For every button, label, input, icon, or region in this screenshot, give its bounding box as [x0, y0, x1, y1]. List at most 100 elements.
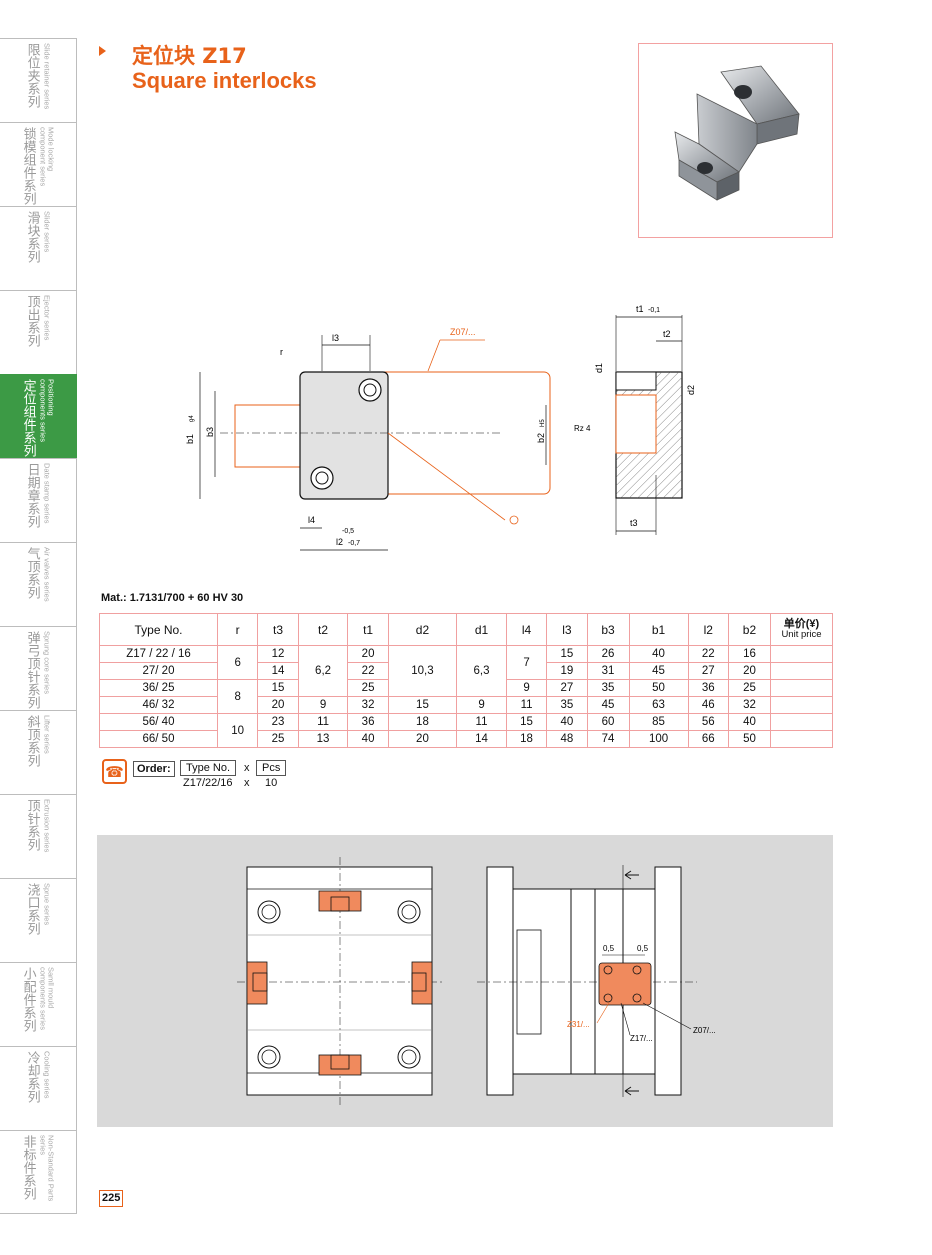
- side-view: t1 -0,1 t2 d1 d2 b2 H5 Rz 4 t3: [536, 304, 696, 535]
- col-d1: d1: [456, 613, 507, 646]
- label-b1-tol: g4: [189, 415, 195, 422]
- table-row: 36/ 25 8 15 25 9 27 35 50 36 25: [99, 679, 833, 714]
- label-z07-assembly: Z07/...: [693, 1026, 716, 1035]
- price-cell[interactable]: [770, 730, 833, 748]
- order-label: Order:: [133, 761, 175, 777]
- title-arrow-icon: [99, 46, 106, 56]
- label-l2-tol: -0,7: [348, 540, 360, 547]
- order-x-sign-2: x: [244, 777, 250, 789]
- side-pocket: [615, 394, 657, 454]
- label-z17: Z17/...: [630, 1034, 653, 1043]
- assembly-section-view: 0,5 0,5 Z31/... Z17/... Z07/...: [477, 865, 716, 1097]
- page-number: 225: [99, 1190, 124, 1207]
- hole-bottom-icon: [315, 471, 329, 485]
- material-spec: Mat.: 1.7131/700 + 60 HV 30: [101, 592, 244, 604]
- col-t3: t3: [257, 613, 299, 646]
- label-rz: Rz 4: [574, 424, 591, 433]
- table-row: 66/ 50 25 13 40 20 14 18 48 74 100 66 50: [99, 730, 833, 748]
- label-l4: l4: [308, 515, 315, 525]
- price-cell[interactable]: [770, 696, 833, 714]
- col-r: r: [216, 613, 259, 646]
- label-b2-tol: H5: [540, 419, 546, 427]
- label-z07: Z07/...: [450, 327, 476, 337]
- guide-pin-icon: [257, 900, 281, 924]
- order-type-value: Z17/22/16: [183, 777, 233, 789]
- label-r: r: [280, 347, 283, 357]
- arrow-top-icon: [624, 870, 639, 880]
- leader-line: [387, 432, 506, 521]
- guide-pin-icon: [257, 1045, 281, 1069]
- label-t3: t3: [630, 518, 638, 528]
- spec-table: Type No. r t3 t2 t1 d2 d1 l4 l3 b3 b1 l2…: [99, 613, 833, 748]
- dim-left: 0,5: [603, 944, 615, 953]
- label-z31: Z31/...: [567, 1020, 590, 1029]
- guide-pin-icon: [397, 900, 421, 924]
- order-type-header: Type No.: [180, 760, 237, 776]
- label-b3: b3: [205, 427, 215, 437]
- label-l2: l2: [336, 537, 343, 547]
- col-b3: b3: [586, 613, 630, 646]
- page-title-en: Square interlocks: [132, 68, 317, 93]
- dim-right: 0,5: [637, 944, 649, 953]
- price-cell[interactable]: [770, 645, 833, 663]
- guide-pin-icon: [397, 1045, 421, 1069]
- table-row: 46/ 32 20 9 32 15 9 11 35 45 63 46 32: [99, 696, 833, 714]
- arrow-bottom-icon: [624, 1086, 639, 1096]
- interlock-left: [246, 961, 268, 1005]
- col-l2: l2: [687, 613, 729, 646]
- pocket-outline: [234, 404, 306, 468]
- assembly-plan-view: [237, 857, 442, 1105]
- col-t1: t1: [347, 613, 389, 646]
- table-header-row: Type No. r t3 t2 t1 d2 d1 l4 l3 b3 b1 l2…: [99, 613, 833, 646]
- col-l3: l3: [546, 613, 588, 646]
- table-row: 56/ 40 10 23 11 36 18 11 15 40 60 85 56 …: [99, 713, 833, 748]
- table-row: 27/ 20 14 22 19 31 45 27 20: [99, 662, 833, 680]
- front-view: Z07/... b1 g4 b3 l3 r l4 -0,5 l2 -0,7: [185, 327, 551, 551]
- price-cell[interactable]: [770, 713, 833, 731]
- label-t1: t1: [636, 304, 644, 314]
- section-interlock: [598, 962, 652, 1006]
- assembly-drawing: 0,5 0,5 Z31/... Z17/... Z07/...: [97, 835, 833, 1127]
- col-b1: b1: [628, 613, 689, 646]
- order-x-sign: x: [244, 762, 250, 774]
- label-b1: b1: [185, 434, 195, 444]
- price-cell[interactable]: [770, 679, 833, 697]
- label-t2: t2: [663, 329, 671, 339]
- col-l4: l4: [505, 613, 548, 646]
- col-type: Type No.: [99, 613, 218, 646]
- phone-order-icon: ☎: [102, 759, 127, 784]
- col-d2: d2: [387, 613, 458, 646]
- col-t2: t2: [297, 613, 349, 646]
- col-b2: b2: [727, 613, 772, 646]
- price-cell[interactable]: [770, 662, 833, 680]
- hole-top-icon: [363, 383, 377, 397]
- order-pcs-value: 10: [265, 777, 278, 789]
- label-b2: b2: [536, 433, 546, 443]
- side-hole: [615, 371, 657, 391]
- interlock-photo-illustration: [674, 65, 800, 201]
- page-title-zh: 定位块 Z17: [132, 44, 247, 68]
- reference-target-icon: [509, 515, 519, 525]
- label-d1: d1: [594, 363, 604, 373]
- order-pcs-header: Pcs: [256, 760, 287, 776]
- label-l3: l3: [332, 333, 339, 343]
- technical-drawing: Z07/... b1 g4 b3 l3 r l4 -0,5 l2 -0,7 t1: [185, 304, 696, 551]
- col-unit-price: 单价(¥)Unit price: [770, 613, 833, 646]
- interlock-bottom: [318, 1054, 362, 1076]
- product-photo: [638, 43, 833, 238]
